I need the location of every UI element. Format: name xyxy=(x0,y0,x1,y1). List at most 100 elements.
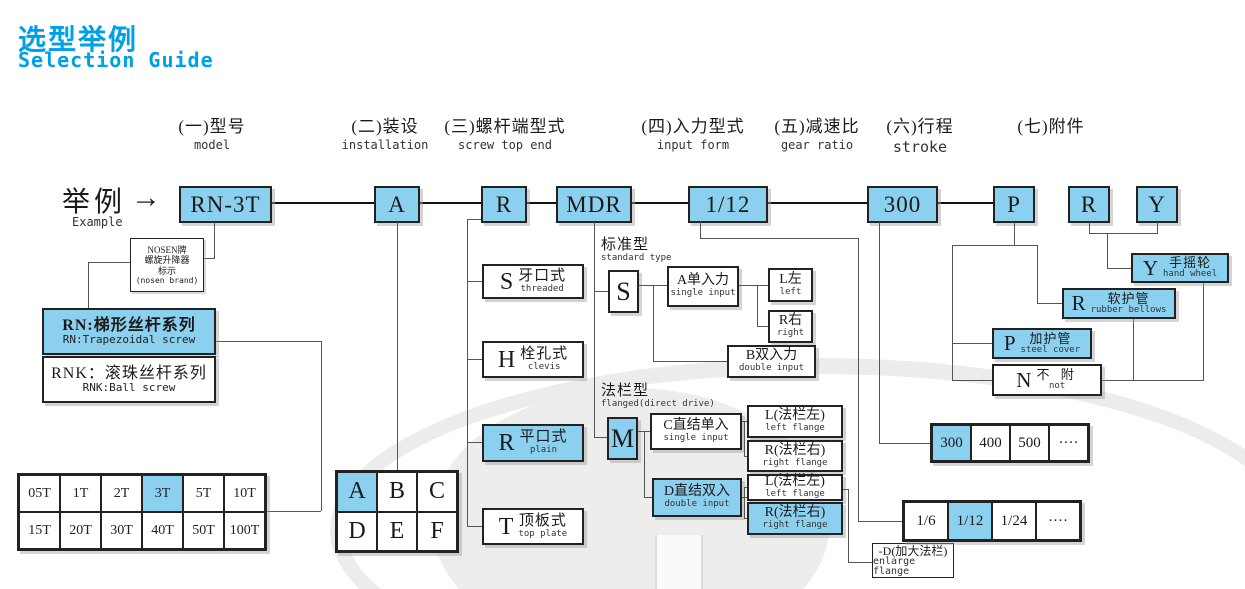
watermark-column xyxy=(655,535,703,589)
connector-line xyxy=(272,202,374,204)
connector-line xyxy=(420,202,481,204)
stroke-cell: 500 xyxy=(1010,425,1049,461)
connector-line xyxy=(744,421,745,456)
header-model: (一)型号 model xyxy=(178,117,246,152)
connector-line xyxy=(467,526,482,527)
header-accessories: (七)附件 xyxy=(1017,117,1085,136)
capacity-cell: 15T xyxy=(19,512,60,549)
installation-cell: B xyxy=(377,472,417,512)
connector-line xyxy=(594,291,608,292)
series-rnk-ball-screw: RNK：滚珠丝杆系列 RNK:Ball screw xyxy=(42,356,216,403)
gear-ratio-row: 1/6 1/12 1/24 ···· xyxy=(902,500,1082,542)
connector-line xyxy=(203,258,215,259)
flow-box-accessory-p: P xyxy=(993,186,1035,223)
capacity-cell: 100T xyxy=(224,512,265,549)
connector-line xyxy=(744,518,748,519)
capacity-cell: 2T xyxy=(101,475,142,512)
connector-line xyxy=(644,431,645,497)
flow-box-accessory-y: Y xyxy=(1136,186,1178,223)
connector-line xyxy=(952,245,953,380)
connector-line xyxy=(1107,268,1131,269)
connector-line xyxy=(952,380,992,381)
installation-table: A B C D E F xyxy=(335,470,459,553)
connector-line xyxy=(700,222,701,239)
installation-cell: C xyxy=(417,472,457,512)
gear-ratio-cell: ···· xyxy=(1036,502,1080,540)
flow-box-installation: A xyxy=(374,186,420,223)
flow-box-accessory-r: R xyxy=(1068,186,1110,223)
connector-line xyxy=(858,521,902,522)
connector-line xyxy=(879,222,880,443)
enlarge-flange-box: -D(加大法栏) enlarge flange xyxy=(872,543,954,578)
capacity-cell: 1T xyxy=(60,475,101,512)
flow-box-stroke: 300 xyxy=(867,186,938,223)
connector-line xyxy=(952,245,1037,246)
connector-line xyxy=(1157,222,1158,234)
connector-line xyxy=(1037,303,1062,304)
header-input-form: (四)入力型式 input form xyxy=(641,117,745,152)
capacity-cell: 20T xyxy=(60,512,101,549)
connector-line xyxy=(744,456,748,457)
connector-line xyxy=(757,326,768,327)
input-single-box: A单入力 single input xyxy=(667,266,739,307)
capacity-cell: 30T xyxy=(101,512,142,549)
capacity-cell: 40T xyxy=(142,512,183,549)
connector-line xyxy=(1203,283,1204,381)
accessory-none-box: N 不 附 not xyxy=(992,364,1102,396)
page-title: 选型举例 xyxy=(18,25,139,56)
connector-line xyxy=(467,219,481,220)
input-flanged-m-box: M xyxy=(607,417,638,460)
connector-line xyxy=(594,437,607,438)
flanged-single-right-box: R(法栏右) right flange xyxy=(747,440,843,472)
connector-line xyxy=(848,562,872,563)
connector-line xyxy=(397,222,398,470)
screw-top-option-r-selected: R 平口式 plain xyxy=(482,424,584,462)
flanged-type-label: 法栏型 flanged(direct drive) xyxy=(601,383,715,409)
connector-line xyxy=(952,343,992,344)
connector-line xyxy=(757,285,758,326)
connector-line xyxy=(88,262,89,308)
installation-cell: F xyxy=(417,511,457,551)
header-screw-top: (三)螺杆端型式 screw top end xyxy=(444,117,566,152)
connector-line xyxy=(744,487,745,518)
gear-ratio-cell: 1/6 xyxy=(904,502,948,540)
series-rn-trapezoidal: RN:梯形丝杆系列 RN:Trapezoidal screw xyxy=(42,308,216,355)
connector-line xyxy=(1037,245,1038,303)
accessory-rubber-bellows-box: R 软护管 rubber bellows xyxy=(1062,288,1176,319)
connector-line xyxy=(321,341,322,511)
connector-line xyxy=(214,222,215,259)
flow-box-model: RN-3T xyxy=(179,186,272,223)
connector-line xyxy=(744,487,748,488)
connector-line xyxy=(527,202,556,204)
capacity-cell: 50T xyxy=(183,512,224,549)
stroke-row: 300 400 500 ···· xyxy=(930,423,1090,463)
connector-line xyxy=(938,202,993,204)
standard-type-label: 标准型 standard type xyxy=(601,237,672,263)
installation-cell: E xyxy=(377,511,417,551)
connector-line xyxy=(1133,319,1134,380)
connector-line xyxy=(700,238,858,239)
connector-line xyxy=(467,219,468,526)
connector-line xyxy=(216,341,321,342)
capacity-cell-selected: 3T xyxy=(142,475,183,512)
capacity-cell: 05T xyxy=(19,475,60,512)
screw-top-option-t: T 顶板式 top plate xyxy=(482,508,584,545)
gear-ratio-cell: 1/24 xyxy=(992,502,1036,540)
flow-box-screw-top: R xyxy=(481,186,527,223)
input-standard-s-box: S xyxy=(608,270,639,313)
connector-line xyxy=(858,238,859,521)
page-subtitle: Selection Guide xyxy=(18,48,214,72)
connector-line xyxy=(1089,222,1090,233)
header-gear-ratio: (五)减速比 gear ratio xyxy=(774,117,860,152)
example-label-en: Example xyxy=(72,215,123,229)
screw-top-option-h: H 栓孔式 clevis xyxy=(482,341,584,378)
connector-line xyxy=(644,497,652,498)
connector-line xyxy=(848,489,849,562)
brand-note: NOSEN牌 螺旋升降器 标示 (nosen brand) xyxy=(130,238,204,292)
connector-line xyxy=(843,489,849,490)
accessory-steel-cover-box: P 加护管 steel cover xyxy=(992,328,1092,359)
connector-line xyxy=(1107,233,1108,268)
connector-line xyxy=(739,285,768,286)
stroke-cell: ···· xyxy=(1049,425,1088,461)
